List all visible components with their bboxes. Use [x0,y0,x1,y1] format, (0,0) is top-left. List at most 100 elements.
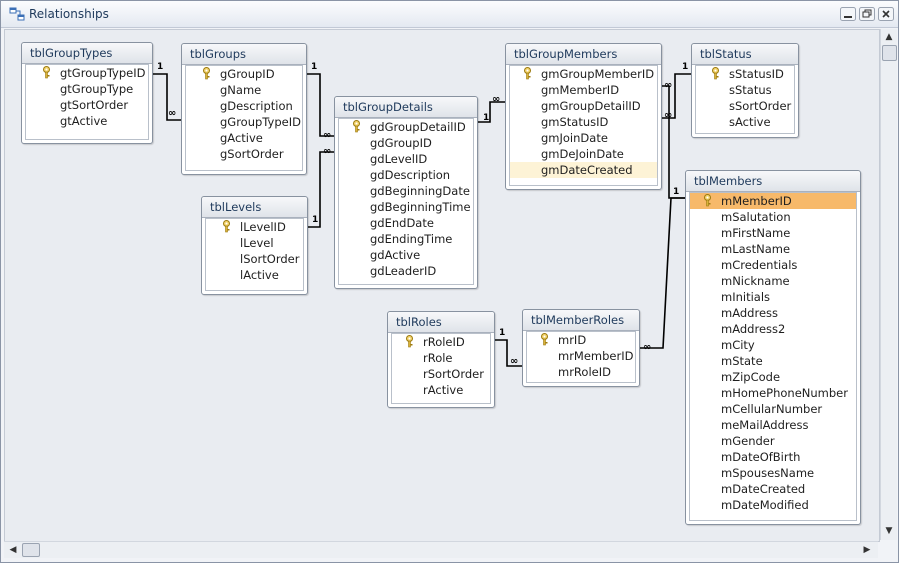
relationship-line[interactable] [306,151,334,228]
field-mDateModified[interactable]: mDateModified [690,497,856,513]
field-gtActive[interactable]: gtActive [26,113,148,129]
field-gdGroupDetailID[interactable]: gdGroupDetailID [339,119,473,135]
scroll-right-icon[interactable]: ▶ [863,545,871,555]
table-title[interactable]: tblLevels [202,197,307,218]
relationships-canvas[interactable]: 1∞1∞1∞1∞1∞1∞∞1∞ tblGroupTypes gtGroupTyp… [4,29,880,542]
field-rRole[interactable]: rRole [392,350,490,366]
field-lLevel[interactable]: lLevel [206,235,303,251]
field-lActive[interactable]: lActive [206,267,303,283]
field-mrMemberID[interactable]: mrMemberID [527,348,635,364]
field-mMemberID[interactable]: mMemberID [690,193,856,209]
field-mLastName[interactable]: mLastName [690,241,856,257]
relationship-line[interactable] [151,73,181,121]
field-lLevelID[interactable]: lLevelID [206,219,303,235]
relationship-line[interactable] [660,73,691,119]
field-mrID[interactable]: mrID [527,332,635,348]
scroll-down-icon[interactable]: ▼ [885,526,893,536]
field-gdBeginningDate[interactable]: gdBeginningDate [339,183,473,199]
scroll-up-icon[interactable]: ▲ [885,32,893,42]
field-gmGroupMemberID[interactable]: gmGroupMemberID [510,66,657,82]
field-gdGroupID[interactable]: gdGroupID [339,135,473,151]
field-mState[interactable]: mState [690,353,856,369]
field-sStatus[interactable]: sStatus [696,82,794,98]
field-mAddress[interactable]: mAddress [690,305,856,321]
field-gSortOrder[interactable]: gSortOrder [186,146,302,162]
field-gActive[interactable]: gActive [186,130,302,146]
field-lSortOrder[interactable]: lSortOrder [206,251,303,267]
table-title[interactable]: tblMembers [686,171,860,192]
vertical-scroll-thumb[interactable] [882,45,897,61]
field-gdEndDate[interactable]: gdEndDate [339,215,473,231]
field-gdBeginningTime[interactable]: gdBeginningTime [339,199,473,215]
field-gtSortOrder[interactable]: gtSortOrder [26,97,148,113]
field-sSortOrder[interactable]: sSortOrder [696,98,794,114]
scroll-left-icon[interactable]: ◀ [9,545,17,555]
field-gdEndingTime[interactable]: gdEndingTime [339,231,473,247]
field-gmStatusID[interactable]: gmStatusID [510,114,657,130]
field-rRoleID[interactable]: rRoleID [392,334,490,350]
field-rSortOrder[interactable]: rSortOrder [392,366,490,382]
minimize-icon[interactable] [840,7,856,21]
field-gdDescription[interactable]: gdDescription [339,167,473,183]
field-gdLevelID[interactable]: gdLevelID [339,151,473,167]
relationship-line[interactable] [638,197,685,349]
relationship-line[interactable] [493,339,522,367]
field-mSalutation[interactable]: mSalutation [690,209,856,225]
vertical-scrollbar[interactable]: ▲ ▼ [880,29,897,540]
table-title[interactable]: tblGroups [182,44,306,65]
field-gtGroupType[interactable]: gtGroupType [26,81,148,97]
table-title[interactable]: tblGroupTypes [22,43,152,64]
field-rActive[interactable]: rActive [392,382,490,398]
field-sActive[interactable]: sActive [696,114,794,130]
field-gmJoinDate[interactable]: gmJoinDate [510,130,657,146]
field-gmMemberID[interactable]: gmMemberID [510,82,657,98]
relationship-line[interactable] [305,73,334,137]
close-icon[interactable] [878,7,894,21]
field-mDateOfBirth[interactable]: mDateOfBirth [690,449,856,465]
field-gmDateCreated[interactable]: gmDateCreated [510,162,657,178]
field-mAddress2[interactable]: mAddress2 [690,321,856,337]
field-mFirstName[interactable]: mFirstName [690,225,856,241]
field-gtGroupTypeID[interactable]: gtGroupTypeID [26,65,148,81]
field-gGroupID[interactable]: gGroupID [186,66,302,82]
table-title[interactable]: tblGroupDetails [335,97,477,118]
table-title[interactable]: tblMemberRoles [523,310,639,331]
table-title[interactable]: tblStatus [692,44,798,65]
relationship-line[interactable] [476,101,505,123]
field-gdLeaderID[interactable]: gdLeaderID [339,263,473,279]
table-title[interactable]: tblRoles [388,312,494,333]
field-mCellularNumber[interactable]: mCellularNumber [690,401,856,417]
table-title[interactable]: tblGroupMembers [506,44,661,65]
horizontal-scroll-thumb[interactable] [22,543,40,557]
field-mDateCreated[interactable]: mDateCreated [690,481,856,497]
title-bar[interactable]: Relationships [1,1,898,28]
horizontal-scrollbar[interactable]: ◀ ▶ [4,541,878,558]
relationship-line[interactable] [660,85,685,199]
field-mSpousesName[interactable]: mSpousesName [690,465,856,481]
field-meMailAddress[interactable]: meMailAddress [690,417,856,433]
field-mCity[interactable]: mCity [690,337,856,353]
field-mrRoleID[interactable]: mrRoleID [527,364,635,380]
field-mZipCode[interactable]: mZipCode [690,369,856,385]
field-mInitials[interactable]: mInitials [690,289,856,305]
field-gmGroupDetailID[interactable]: gmGroupDetailID [510,98,657,114]
field-gGroupTypeID[interactable]: gGroupTypeID [186,114,302,130]
field-gDescription[interactable]: gDescription [186,98,302,114]
field-mNickname[interactable]: mNickname [690,273,856,289]
